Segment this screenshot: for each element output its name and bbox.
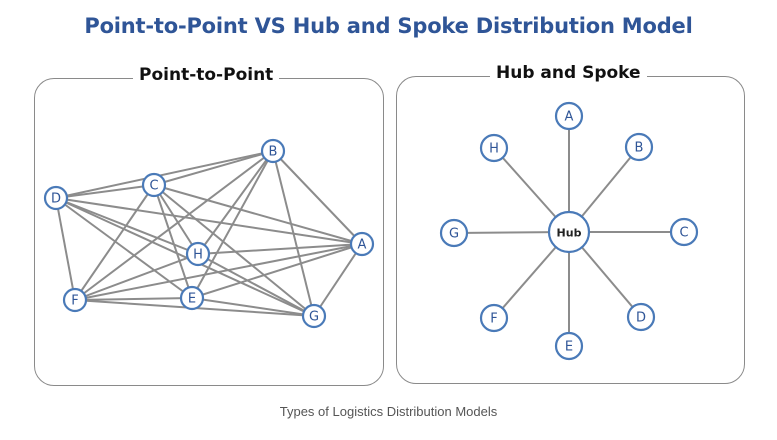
edge-g-a xyxy=(313,243,363,317)
ptp-node-label: B xyxy=(269,145,278,160)
hub-node: Hub xyxy=(547,210,591,254)
spoke-node-d: D xyxy=(626,302,656,332)
edge-d-g xyxy=(55,197,315,317)
caption: Types of Logistics Distribution Models xyxy=(279,404,498,419)
spoke-node-e: E xyxy=(554,331,584,361)
edge-d-a xyxy=(55,197,363,245)
edge-d-c xyxy=(55,184,155,199)
spoke-node-circle xyxy=(554,101,584,131)
hub-and-spoke-panel: Hub and Spoke xyxy=(396,63,745,384)
ptp-node-label: H xyxy=(193,248,203,263)
spoke-node-label: C xyxy=(679,226,688,241)
spoke-node-circle xyxy=(479,303,509,333)
hub-node-circle xyxy=(547,210,591,254)
spoke-node-h: H xyxy=(479,133,509,163)
ptp-node-label: E xyxy=(188,292,196,307)
ptp-node-circle xyxy=(43,185,69,211)
ptp-node-circle xyxy=(185,241,211,267)
edge-c-g xyxy=(153,184,315,317)
ptp-node-circle xyxy=(349,231,375,257)
edge-e-g xyxy=(191,297,315,317)
spoke-node-circle xyxy=(626,302,656,332)
hub-and-spoke-title: Hub and Spoke xyxy=(490,63,647,83)
spoke-node-label: B xyxy=(635,141,644,156)
spoke-node-f: F xyxy=(479,303,509,333)
point-to-point-panel: Point-to-Point xyxy=(34,65,384,386)
ptp-node-f: F xyxy=(62,287,88,313)
ptp-node-label: C xyxy=(149,179,158,194)
ptp-node-label: F xyxy=(71,294,78,309)
spoke-node-circle xyxy=(669,217,699,247)
edge-c-b xyxy=(153,150,274,186)
ptp-node-circle xyxy=(179,285,205,311)
spoke-node-circle xyxy=(479,133,509,163)
edge-b-g xyxy=(272,150,315,317)
edge-f-e xyxy=(74,297,193,301)
hub-node-label: Hub xyxy=(557,227,582,240)
edge-c-f xyxy=(74,184,155,301)
ptp-node-circle xyxy=(260,138,286,164)
spoke-node-a: A xyxy=(554,101,584,131)
ptp-node-circle xyxy=(301,303,327,329)
ptp-node-circle xyxy=(62,287,88,313)
ptp-node-b: B xyxy=(260,138,286,164)
edge-c-h xyxy=(153,184,199,255)
ptp-node-label: G xyxy=(309,310,319,325)
spoke-node-c: C xyxy=(669,217,699,247)
edge-b-e xyxy=(191,150,274,299)
spoke-node-label: E xyxy=(565,340,573,355)
ptp-node-g: G xyxy=(301,303,327,329)
edge-h-f xyxy=(74,253,199,301)
spoke-node-b: B xyxy=(624,132,654,162)
edge-b-f xyxy=(74,150,274,301)
spoke-node-label: H xyxy=(489,142,499,157)
edge-h-g xyxy=(197,253,315,317)
ptp-node-e: E xyxy=(179,285,205,311)
spoke-node-g: G xyxy=(439,218,469,248)
edge-d-b xyxy=(55,150,274,199)
ptp-node-label: A xyxy=(358,238,367,253)
spoke-node-label: A xyxy=(565,110,574,125)
edge-d-f xyxy=(55,197,76,301)
main-title: Point-to-Point VS Hub and Spoke Distribu… xyxy=(84,14,693,38)
ptp-node-circle xyxy=(141,172,167,198)
edge-h-a xyxy=(197,243,363,255)
point-to-point-edges xyxy=(55,150,363,317)
ptp-node-label: D xyxy=(51,192,61,207)
edge-b-a xyxy=(272,150,363,245)
spoke-node-label: G xyxy=(449,227,459,242)
edge-f-a xyxy=(74,243,363,301)
edge-e-a xyxy=(191,243,363,299)
ptp-node-h: H xyxy=(185,241,211,267)
ptp-node-c: C xyxy=(141,172,167,198)
spoke-node-circle xyxy=(439,218,469,248)
spoke-node-label: F xyxy=(490,312,497,327)
spoke-node-circle xyxy=(554,331,584,361)
edge-c-a xyxy=(153,184,363,245)
spoke-node-label: D xyxy=(636,311,646,326)
ptp-node-a: A xyxy=(349,231,375,257)
point-to-point-title: Point-to-Point xyxy=(133,65,280,85)
spoke-node-circle xyxy=(624,132,654,162)
edge-b-h xyxy=(197,150,274,255)
ptp-node-d: D xyxy=(43,185,69,211)
